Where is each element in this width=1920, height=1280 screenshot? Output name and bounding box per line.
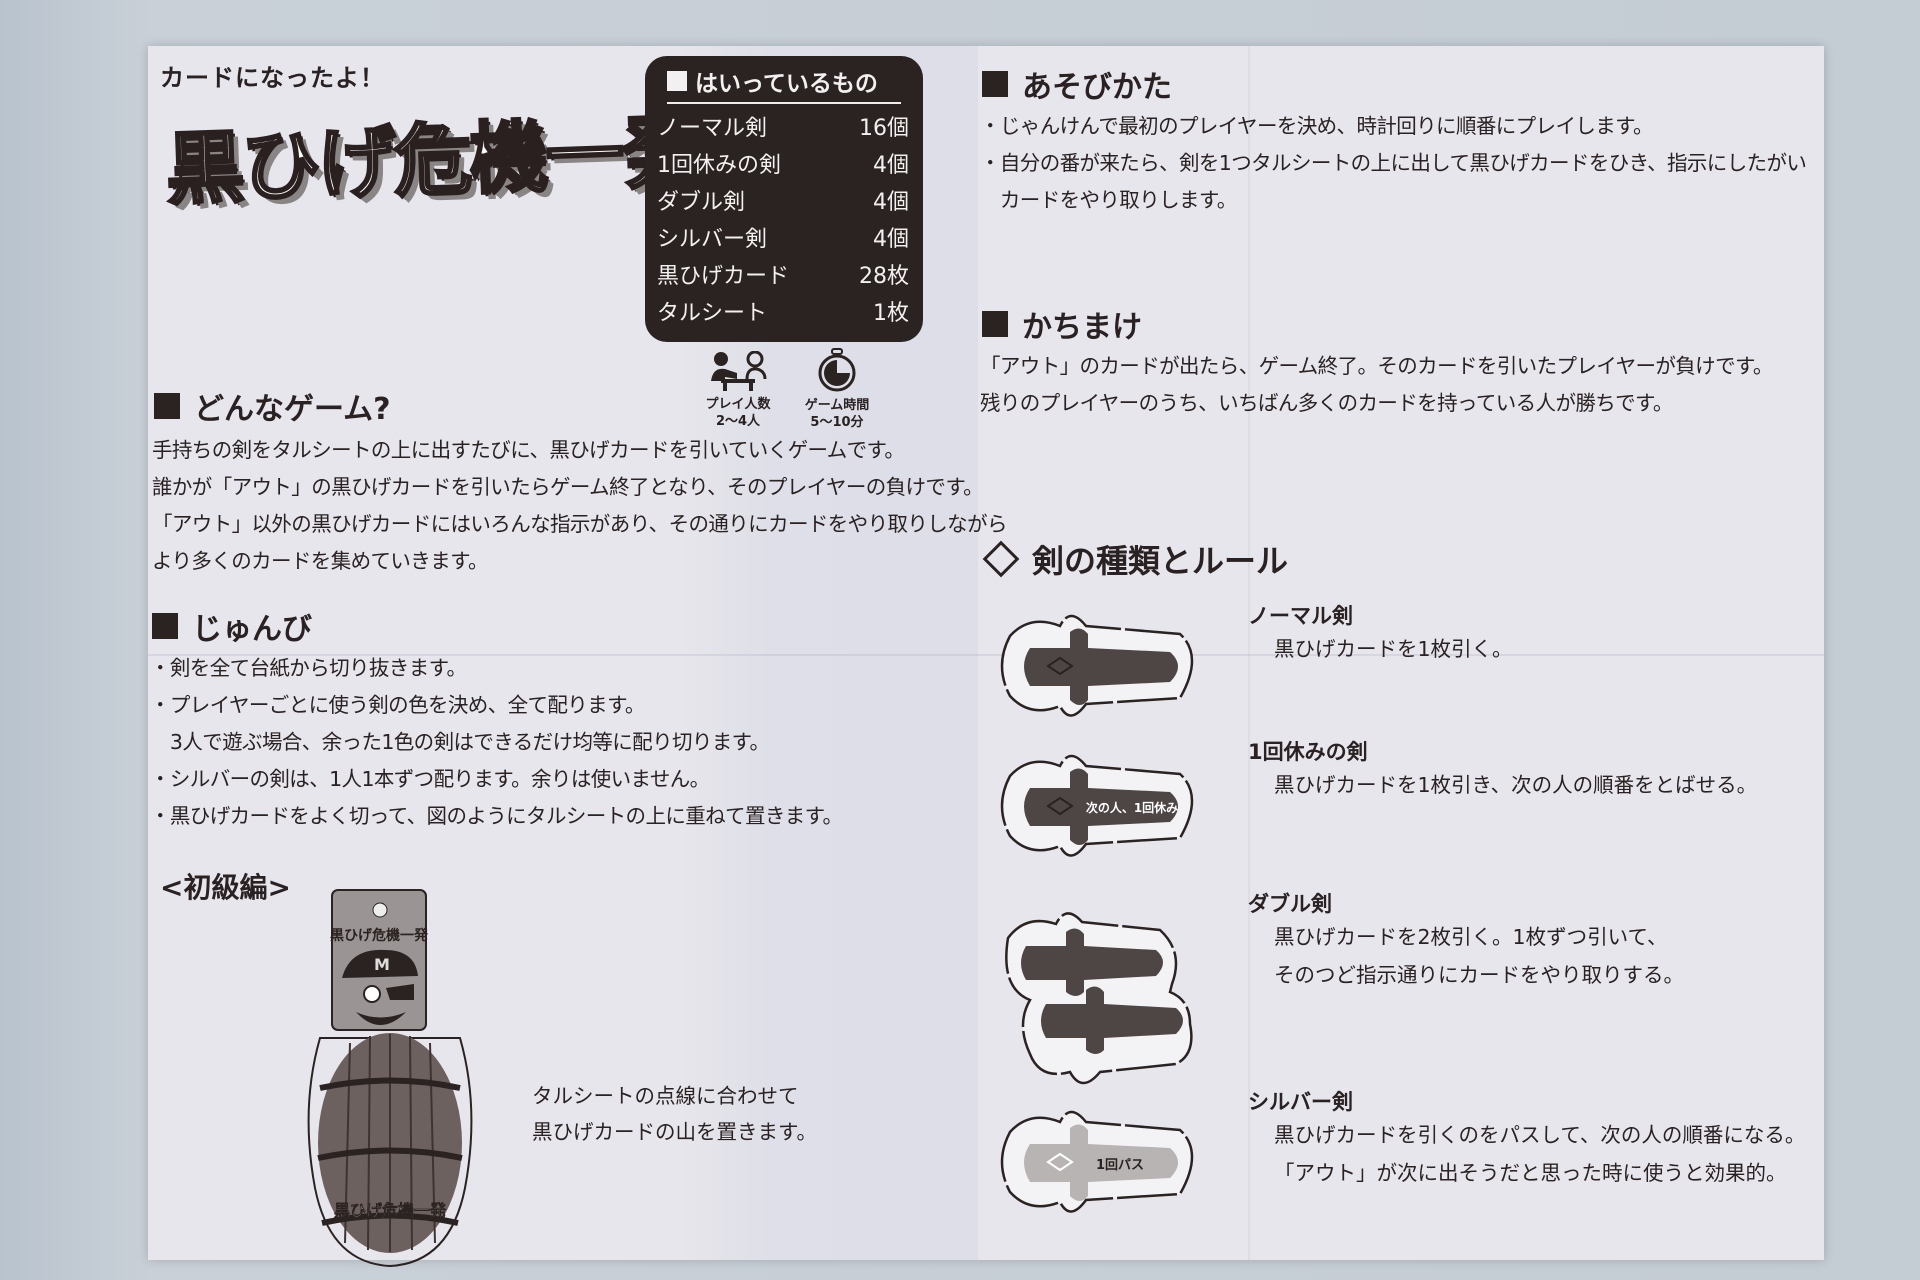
game-logo: 黒ひげ危機一発 (163, 106, 701, 218)
section-heading-win-lose: かちまけ (982, 302, 1142, 346)
square-bullet-icon (982, 71, 1008, 97)
double-sword-icon (1005, 912, 1193, 1085)
diamond-bullet-icon (982, 540, 1020, 578)
how-to-play-text: ・じゃんけんで最初のプレイヤーを決め、時計回りに順番にプレイします。 ・自分の番… (980, 114, 1807, 212)
normal-sword-icon (1000, 614, 1194, 717)
section-heading-how-to-play: あそびかた (982, 62, 1172, 106)
svg-text:1回パス: 1回パス (1096, 1158, 1144, 1173)
beginner-label: <初級編> (160, 871, 291, 904)
barrel-illustration: 黒ひげ危機一発 M 黒ひげ危機一発 (307, 889, 473, 1268)
sword-item-normal: ノーマル剣 黒ひげカードを1枚引く。 (1248, 604, 1513, 661)
section-heading-sword-types: 剣の種類とルール (982, 536, 1288, 582)
win-lose-text: 「アウト」のカードが出たら、ゲーム終了。そのカードを引いたプレイヤーが負けです。… (980, 354, 1773, 415)
section-heading-setup: じゅんび (152, 604, 312, 648)
contents-title: はいっているもの (667, 64, 901, 104)
what-game-text: 手持ちの剣をタルシートの上に出すたびに、黒ひげカードを引いていくゲームです。 誰… (152, 438, 1007, 573)
silver-sword-icon: 1回パス (1000, 1110, 1194, 1213)
sword-item-skip: 1回休みの剣 黒ひげカードを1枚引き、次の人の順番をとばせる。 (1248, 740, 1758, 797)
sword-item-silver: シルバー剣 黒ひげカードを引くのをパスして、次の人の順番になる。 「アウト」が次… (1248, 1090, 1806, 1185)
square-bullet-icon (982, 311, 1008, 337)
skip-sword-icon: 次の人、1回休み (1000, 754, 1194, 857)
section-heading-what-game: どんなゲーム? (154, 384, 391, 428)
stopwatch-icon (818, 348, 856, 392)
square-bullet-icon (667, 71, 687, 91)
sword-item-double: ダブル剣 黒ひげカードを2枚引く。1枚ずつ引いて、 そのつど指示通りにカードをや… (1248, 892, 1684, 987)
players-info: プレイ人数 2〜4人 (698, 350, 778, 430)
barrel-caption: タルシートの点線に合わせて 黒ひげカードの山を置きます。 (532, 1084, 817, 1144)
kicker-text: カードになったよ！ (160, 64, 385, 92)
square-bullet-icon (154, 393, 180, 419)
time-info: ゲーム時間 5〜10分 (792, 348, 882, 431)
players-icon (711, 350, 767, 391)
svg-text:次の人、1回休み: 次の人、1回休み (1086, 800, 1178, 815)
svg-text:黒ひげ危機一発: 黒ひげ危機一発 (330, 927, 429, 944)
svg-text:黒ひげ危機一発: 黒ひげ危機一発 (334, 1201, 447, 1220)
setup-text: ・剣を全て台紙から切り抜きます。 ・プレイヤーごとに使う剣の色を決め、全て配りま… (150, 656, 843, 828)
square-bullet-icon (152, 613, 178, 639)
svg-text:M: M (374, 955, 390, 974)
